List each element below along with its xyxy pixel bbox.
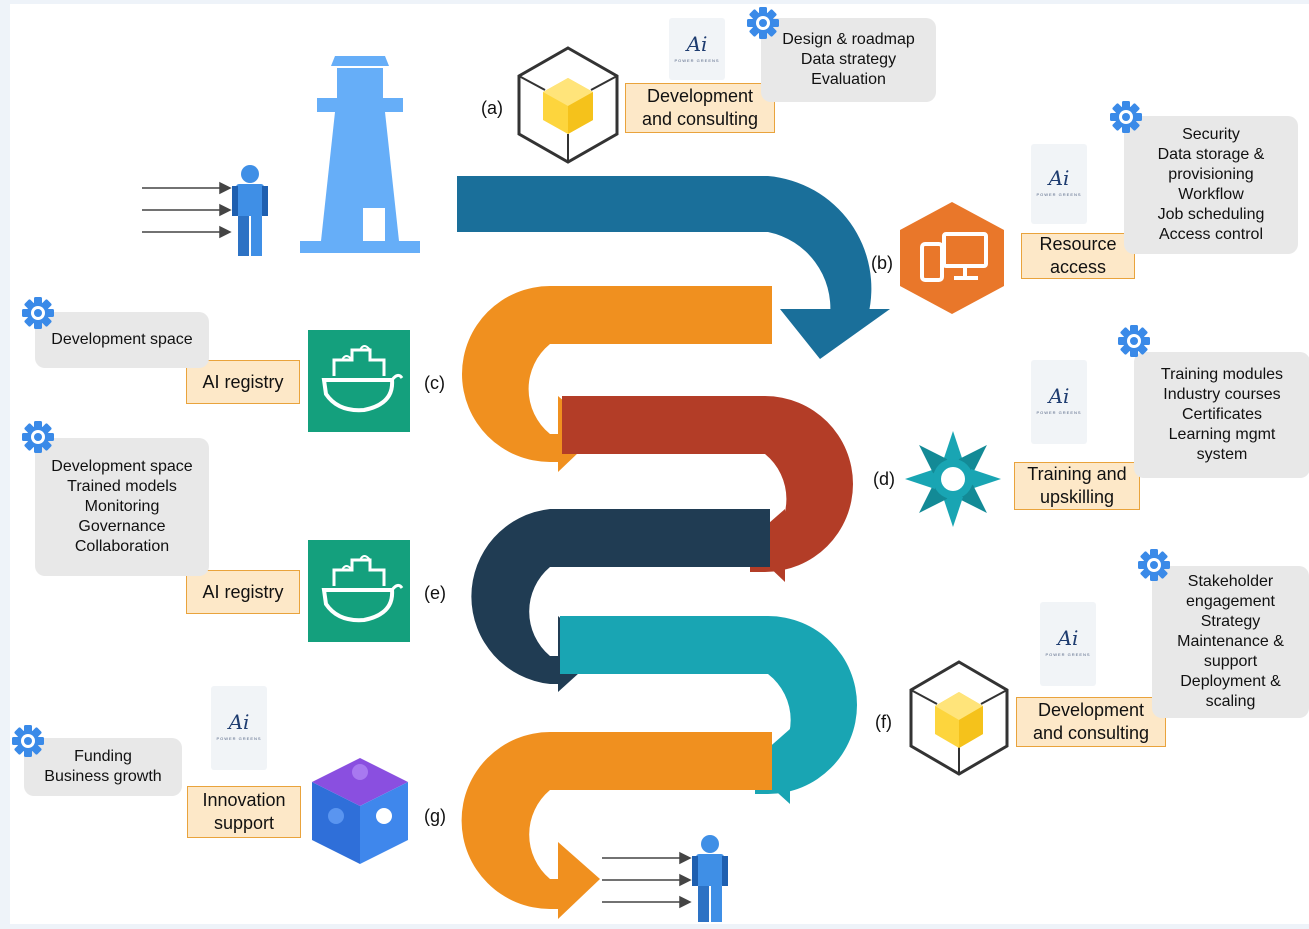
container-whale-icon xyxy=(308,330,410,432)
step-f-details: Stakeholder engagement Strategy Maintena… xyxy=(1152,566,1309,718)
step-a-label: Development and consulting xyxy=(625,83,775,133)
ai-logo-icon: Ai POWER GREENS xyxy=(669,18,725,80)
step-c-details: Development space xyxy=(35,312,209,368)
flow-segment-orange-1 xyxy=(462,286,772,462)
step-b-details: Security Data storage & provisioning Wor… xyxy=(1124,116,1298,254)
step-d-label: Training and upskilling xyxy=(1014,462,1140,510)
flow-segment-teal xyxy=(457,176,872,316)
gear-icon xyxy=(22,297,54,329)
step-g-label: Innovation support xyxy=(187,786,301,838)
flow-segment-navy xyxy=(471,509,770,684)
ai-logo-icon: Ai POWER GREENS xyxy=(1031,360,1087,444)
step-letter-d: (d) xyxy=(873,469,895,489)
step-f-label: Development and consulting xyxy=(1016,697,1166,747)
gear-icon xyxy=(1138,549,1170,581)
ai-logo-icon: Ai POWER GREENS xyxy=(1040,602,1096,686)
gear-icon xyxy=(22,421,54,453)
step-letter-a: (a) xyxy=(481,98,503,118)
star-burst-icon xyxy=(905,431,1001,527)
ai-logo-icon: Ai POWER GREENS xyxy=(211,686,267,770)
gear-icon xyxy=(1118,325,1150,357)
puzzle-box-icon xyxy=(312,758,408,864)
step-b-label: Resource access xyxy=(1021,233,1135,279)
incoming-arrows xyxy=(142,181,232,239)
step-a-details: Design & roadmap Data strategy Evaluatio… xyxy=(761,18,936,102)
gear-icon xyxy=(1110,101,1142,133)
cube-icon xyxy=(517,46,619,164)
step-e-details: Development space Trained models Monitor… xyxy=(35,438,209,576)
step-letter-e: (e) xyxy=(424,583,446,603)
container-whale-icon xyxy=(308,540,410,642)
person-icon xyxy=(232,165,268,256)
flow-segment-orange-2 xyxy=(461,732,772,909)
flow-arrowhead-orange-2 xyxy=(558,842,600,919)
diagram-canvas: (a) Ai POWER GREENS Development and cons… xyxy=(10,4,1309,924)
step-letter-c: (c) xyxy=(424,373,445,393)
step-e-label: AI registry xyxy=(186,570,300,614)
step-c-label: AI registry xyxy=(186,360,300,404)
step-letter-g: (g) xyxy=(424,806,446,826)
gear-icon xyxy=(747,7,779,39)
step-letter-b: (b) xyxy=(871,253,893,273)
person-icon xyxy=(692,835,728,922)
step-g-details: Funding Business growth xyxy=(24,738,182,796)
cube-icon xyxy=(909,660,1009,776)
step-letter-f: (f) xyxy=(875,712,892,732)
step-d-details: Training modules Industry courses Certif… xyxy=(1134,352,1309,478)
lighthouse-icon xyxy=(300,56,420,253)
outgoing-arrows xyxy=(602,851,692,909)
resource-devices-icon xyxy=(900,202,1004,314)
flow-arrowhead-teal xyxy=(755,309,890,359)
ai-logo-icon: Ai POWER GREENS xyxy=(1031,144,1087,224)
serpentine-flow-arrows xyxy=(457,176,890,919)
gear-icon xyxy=(12,725,44,757)
